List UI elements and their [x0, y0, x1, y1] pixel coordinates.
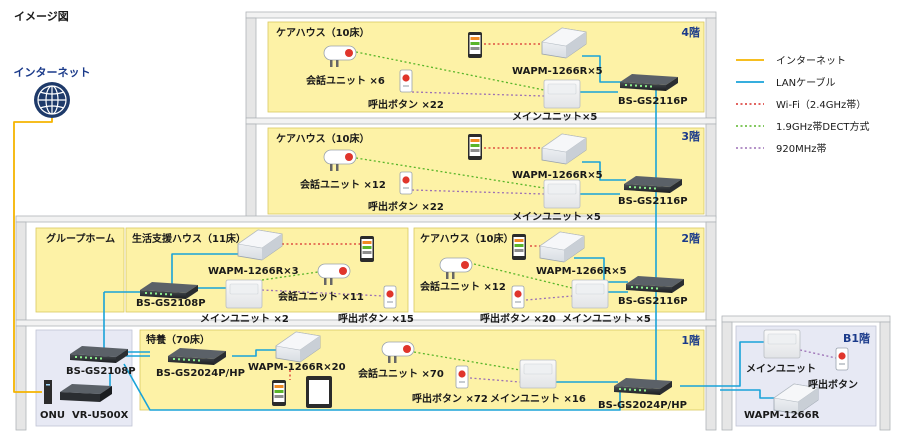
device-label: BS-GS2024P/HP: [598, 400, 687, 411]
legend: インターネット LANケーブル Wi-Fi（2.4GHz帯） 1.9GHz帯DECT方…: [736, 55, 870, 155]
call-button-icon: [455, 365, 469, 389]
smartphone-icon: [512, 234, 526, 260]
legend-label: LANケーブル: [776, 76, 836, 89]
cables: [13, 55, 776, 411]
floor-label-b1: B1階: [843, 331, 870, 345]
device-label: WAPM-1266R×3: [208, 266, 299, 277]
device-label: 呼出ボタン ×20: [480, 312, 556, 325]
legend-item: 1.9GHz帯DECT方式: [736, 120, 870, 133]
main-unit-icon: [543, 79, 581, 109]
device-label: 会話ユニット ×11: [278, 290, 364, 303]
diagram-title: イメージ図: [14, 9, 69, 23]
main-unit-icon: [519, 359, 557, 389]
device-label: WAPM-1266R×5: [512, 66, 603, 77]
legend-item: LANケーブル: [736, 76, 836, 89]
main-unit-icon: [763, 329, 801, 359]
floor-label-4f: 4階: [681, 25, 700, 39]
device-label: 呼出ボタン ×22: [368, 98, 444, 111]
device-label: メインユニット ×5: [512, 211, 601, 223]
call-button-icon: [383, 285, 397, 309]
device-label: BS-GS2108P: [136, 298, 206, 309]
switch-icon: [140, 282, 198, 299]
legend-item: Wi-Fi（2.4GHz帯）: [736, 98, 866, 111]
zone-care-house-4f: ケアハウス（10床）: [276, 26, 370, 39]
device-label: 呼出ボタン ×15: [338, 312, 414, 325]
device-label: 会話ユニット ×12: [300, 178, 386, 191]
router-icon: [60, 384, 112, 402]
device-label: 会話ユニット ×70: [358, 367, 444, 380]
call-button-icon: [835, 347, 849, 371]
smartphone-icon: [272, 380, 286, 406]
zone-group-home: グループホーム: [46, 232, 115, 245]
main-unit-icon: [571, 279, 609, 309]
legend-label: 920MHz帯: [776, 142, 826, 155]
device-label: 呼出ボタン ×72: [412, 392, 488, 405]
internet-globe-icon: [34, 82, 70, 118]
device-label: 呼出ボタン ×22: [368, 200, 444, 213]
switch-icon: [624, 176, 682, 193]
internet-label: インターネット: [14, 66, 91, 79]
device-label: WAPM-1266R×20: [248, 362, 346, 373]
device-label: メインユニット×5: [512, 111, 597, 123]
switch-icon: [614, 378, 672, 395]
switch-icon: [168, 348, 226, 365]
device-label: メインユニット: [746, 363, 816, 375]
device-label: BS-GS2108P: [66, 366, 136, 377]
zone-care-house-3f: ケアハウス（10床）: [276, 132, 370, 145]
device-label: メインユニット ×16: [490, 393, 586, 405]
main-unit-icon: [225, 279, 263, 309]
device-label: 会話ユニット ×6: [306, 74, 385, 87]
device-label: メインユニット ×2: [200, 313, 289, 325]
switch-icon: [626, 276, 684, 293]
floor-label-1f: 1階: [681, 333, 700, 347]
device-label: 呼出ボタン: [808, 378, 858, 391]
device-label: WAPM-1266R×5: [536, 266, 627, 277]
device-label: WAPM-1266R: [744, 410, 820, 421]
zone-seikatsu-shien: 生活支援ハウス（11床）: [132, 232, 246, 245]
device-label: WAPM-1266R×5: [512, 170, 603, 181]
zone-tokuyou: 特養（70床）: [146, 333, 210, 346]
device-label: BS-GS2116P: [618, 196, 688, 207]
device-label: ONU: [40, 410, 65, 421]
floor-label-3f: 3階: [681, 129, 700, 143]
legend-item: 920MHz帯: [736, 142, 826, 155]
smartphone-icon: [468, 134, 482, 160]
main-unit-icon: [543, 179, 581, 209]
device-label: メインユニット ×5: [562, 313, 651, 325]
smartphone-icon: [360, 236, 374, 262]
legend-item: インターネット: [736, 55, 846, 67]
device-label: 会話ユニット ×12: [420, 280, 506, 293]
legend-label: インターネット: [776, 55, 846, 67]
tablet-icon: [306, 376, 332, 408]
device-label: VR-U500X: [72, 410, 129, 421]
legend-label: Wi-Fi（2.4GHz帯）: [776, 98, 866, 111]
onu-icon: [44, 380, 52, 404]
wireless-links: [261, 43, 837, 383]
call-button-icon: [399, 69, 413, 93]
switch-icon: [70, 346, 128, 363]
smartphone-icon: [468, 32, 482, 58]
call-button-icon: [511, 285, 525, 309]
device-label: BS-GS2116P: [618, 96, 688, 107]
legend-label: 1.9GHz帯DECT方式: [776, 120, 870, 133]
device-label: BS-GS2116P: [618, 296, 688, 307]
switch-icon: [620, 74, 678, 91]
zone-care-house-2f: ケアハウス（10床）: [420, 232, 514, 245]
floor-label-2f: 2階: [681, 231, 700, 245]
device-label: BS-GS2024P/HP: [156, 368, 245, 379]
call-button-icon: [399, 171, 413, 195]
